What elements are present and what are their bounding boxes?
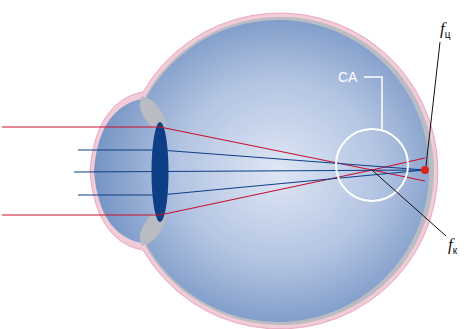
blue-rays <box>74 150 425 195</box>
focus-label: fц <box>440 20 450 37</box>
region-label: CA <box>338 70 357 84</box>
f-retina-leader <box>426 42 440 166</box>
red-rays <box>2 127 425 215</box>
ca-circle <box>336 129 408 201</box>
focus-label: fк <box>448 236 457 253</box>
retina-focus-dot <box>421 166 429 174</box>
ca-leader <box>364 77 382 130</box>
f-lens-leader <box>372 170 446 236</box>
